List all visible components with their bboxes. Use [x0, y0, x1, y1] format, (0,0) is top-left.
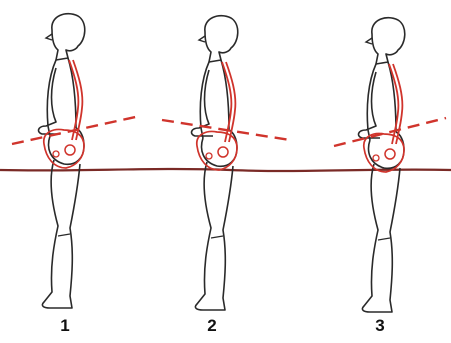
figure-label-3: 3 [365, 316, 395, 336]
figure-label-2: 2 [197, 316, 227, 336]
horizon-line [0, 169, 451, 171]
rider-figure-1 [39, 14, 85, 308]
figure-label-1: 1 [50, 316, 80, 336]
rider-figure-2 [192, 16, 238, 310]
pelvic-axis-line-3 [334, 118, 446, 146]
rider-figure-3 [359, 18, 405, 312]
